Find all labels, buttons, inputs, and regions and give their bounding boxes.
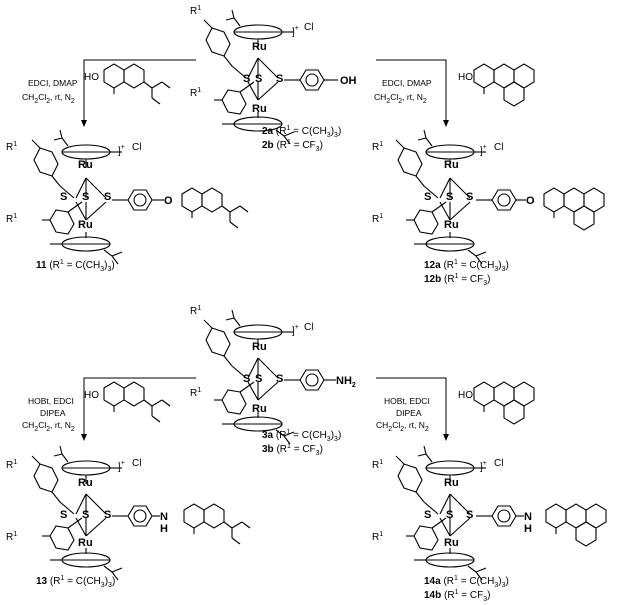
r1-14-b: R1 bbox=[372, 531, 383, 543]
charge-11: ]+ bbox=[118, 144, 125, 157]
ru-11-a: Ru bbox=[78, 159, 93, 171]
charge-14: ]+ bbox=[480, 460, 487, 473]
s1-2: S bbox=[243, 73, 250, 85]
counterion-2: Cl bbox=[304, 22, 313, 33]
r1-14-a: R1 bbox=[372, 459, 383, 471]
s-13-b: S bbox=[82, 509, 89, 521]
cond-top-right-1: EDCI, DMAP bbox=[382, 78, 432, 88]
ru-top-2: Ru bbox=[252, 41, 267, 53]
r1-3-a: R1 bbox=[190, 305, 201, 317]
cond-top-right-2: CH2Cl2, rt, N2 bbox=[374, 92, 427, 105]
r1-11-b: R1 bbox=[6, 213, 17, 225]
cond-top-left-2: CH2Cl2, rt, N2 bbox=[22, 92, 75, 105]
cond-bottom-right-3: CH2Cl2, rt, N2 bbox=[376, 420, 429, 433]
label-13: 13 (R1 = C(CH3)3) bbox=[36, 575, 115, 589]
cond-top-left-1: EDCI, DMAP bbox=[28, 78, 78, 88]
r1-13-b: R1 bbox=[6, 531, 17, 543]
s2-2: S bbox=[255, 73, 262, 85]
charge-13: ]+ bbox=[118, 460, 125, 473]
s-13-a: S bbox=[60, 509, 67, 521]
s-11-a: S bbox=[60, 191, 67, 203]
r1-12-a: R1 bbox=[372, 141, 383, 153]
s-11-b: S bbox=[82, 191, 89, 203]
ru-3-a: Ru bbox=[252, 341, 267, 353]
reagent-coumarin-acid-top-left bbox=[103, 63, 171, 105]
s-11-c: S bbox=[104, 191, 111, 203]
ru-3-b: Ru bbox=[252, 403, 267, 415]
ru-13-b: Ru bbox=[78, 537, 93, 549]
charge-12: ]+ bbox=[480, 144, 487, 157]
r1-bot-2: R1 bbox=[190, 87, 201, 99]
ru-bot-2: Ru bbox=[252, 103, 267, 115]
ho-tr: HO bbox=[458, 72, 473, 83]
s-13-c: S bbox=[104, 509, 111, 521]
h-13: H bbox=[160, 523, 168, 535]
ru-13-a: Ru bbox=[78, 477, 93, 489]
cond-bottom-right-1: HOBt, EDCI bbox=[384, 396, 430, 406]
r1-3-b: R1 bbox=[190, 387, 201, 399]
label-12a: 12a (R1 = C(CH3)3) bbox=[424, 259, 509, 273]
s3-2: S bbox=[276, 73, 283, 85]
oh-2: OH bbox=[340, 75, 357, 87]
r1-12-b: R1 bbox=[372, 213, 383, 225]
s-3-a: S bbox=[243, 373, 250, 385]
label-3b: 3b (R1 = CF3) bbox=[262, 443, 323, 457]
arrow-top-right bbox=[376, 59, 449, 127]
ru-14-a: Ru bbox=[444, 477, 459, 489]
arrow-bottom-left bbox=[81, 377, 196, 441]
arrow-bottom-right bbox=[376, 377, 449, 441]
ho-br: HO bbox=[458, 390, 473, 401]
charge-2: ]+ bbox=[292, 25, 299, 38]
s-3-b: S bbox=[255, 373, 262, 385]
label-12b: 12b (R1 = CF3) bbox=[424, 273, 490, 287]
ho-bl: HO bbox=[84, 390, 99, 401]
s-12-a: S bbox=[424, 191, 431, 203]
r1-11-a: R1 bbox=[6, 141, 17, 153]
s-12-b: S bbox=[446, 191, 453, 203]
counterion-14: Cl bbox=[494, 458, 503, 469]
o-11: O bbox=[164, 195, 173, 207]
h-14: H bbox=[524, 523, 532, 535]
ru-14-b: Ru bbox=[444, 537, 459, 549]
counterion-13: Cl bbox=[132, 458, 141, 469]
r1-top-2: R1 bbox=[190, 5, 201, 17]
ru-11-b: Ru bbox=[78, 219, 93, 231]
cond-bottom-left-3: CH2Cl2, rt, N2 bbox=[22, 420, 75, 433]
ho-tl: HO bbox=[84, 72, 99, 83]
o-12: O bbox=[526, 195, 535, 207]
label-2a: 2a (R1 = C(CH3)3) bbox=[262, 125, 341, 139]
ru-12-b: Ru bbox=[444, 219, 459, 231]
s-12-c: S bbox=[466, 191, 473, 203]
counterion-11: Cl bbox=[132, 142, 141, 153]
nh-14: N bbox=[524, 511, 532, 523]
s-14-a: S bbox=[424, 509, 431, 521]
s-14-c: S bbox=[466, 509, 473, 521]
cond-bottom-left-2: DIPEA bbox=[40, 408, 66, 418]
label-14a: 14a (R1 = C(CH3)3) bbox=[424, 575, 509, 589]
counterion-12: Cl bbox=[494, 142, 503, 153]
label-14b: 14b (R1 = CF3) bbox=[424, 589, 490, 603]
s-3-c: S bbox=[276, 373, 283, 385]
nh-13: N bbox=[160, 511, 168, 523]
ru-12-a: Ru bbox=[444, 159, 459, 171]
charge-3: ]+ bbox=[292, 324, 299, 337]
reagent-jul-acid-top-right bbox=[473, 63, 535, 107]
label-2b: 2b (R1 = CF3) bbox=[262, 139, 323, 153]
label-11: 11 (R1 = C(CH3)3) bbox=[36, 259, 115, 273]
cond-bottom-left-1: HOBt, EDCI bbox=[28, 396, 74, 406]
counterion-3: Cl bbox=[304, 322, 313, 333]
label-3a: 3a (R1 = C(CH3)3) bbox=[262, 429, 341, 443]
r1-13-a: R1 bbox=[6, 459, 17, 471]
s-14-b: S bbox=[446, 509, 453, 521]
nh2-3: NH2 bbox=[336, 375, 356, 389]
cond-bottom-right-2: DIPEA bbox=[396, 408, 422, 418]
arrow-top-left bbox=[81, 59, 196, 127]
